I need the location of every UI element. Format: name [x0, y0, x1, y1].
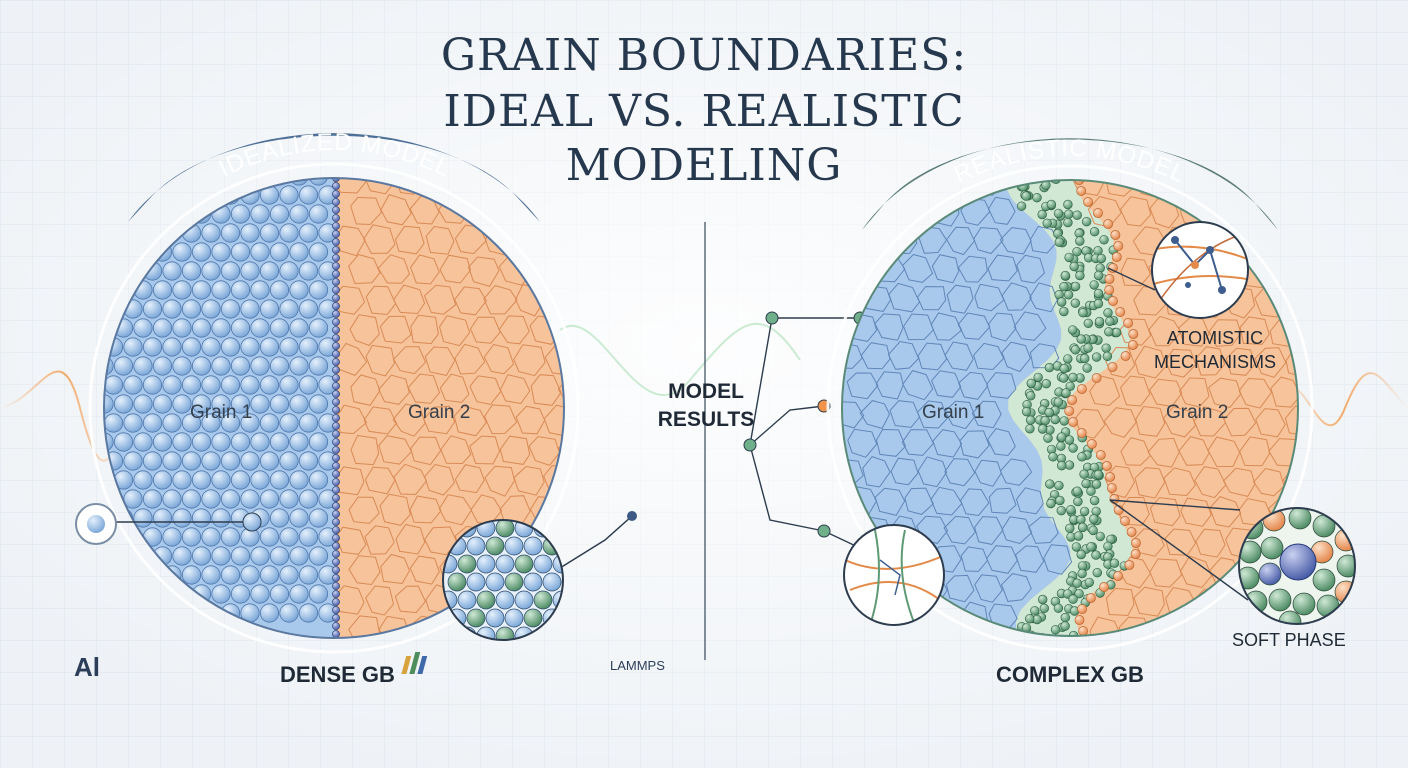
model-results-line-2: RESULTS [657, 408, 755, 431]
boundary-orange-atoms [1064, 180, 1141, 636]
connector-node [627, 511, 637, 521]
atomistic-label-line-2: MECHANISMS [1153, 352, 1276, 372]
title-line-1: GRAIN BOUNDARIES: [440, 30, 968, 81]
network-inset-rim [843, 524, 945, 626]
lammps-logo [401, 652, 428, 674]
complex-boundary-atoms [1016, 180, 1130, 636]
probe-atom [87, 515, 105, 533]
title-line-2: IDEAL VS. REALISTIC [443, 86, 965, 137]
right-grain-1-label: Grain 1 [922, 402, 985, 423]
right-rim [841, 179, 1299, 637]
dense-boundary [332, 178, 340, 638]
right-grain-2-label: Grain 2 [1166, 402, 1229, 423]
wave-center [559, 322, 801, 397]
left-grain-1-label: Grain 1 [190, 402, 253, 423]
soft-phase-inset-rim [1238, 507, 1356, 625]
model-results-line-1: MODEL [668, 380, 744, 403]
network-inset [844, 525, 944, 625]
atomistic-inset-art [1152, 234, 1248, 301]
probe-target [242, 512, 262, 532]
left-grain-2-label: Grain 2 [408, 402, 471, 423]
detail-connector-left [559, 515, 633, 569]
network-inset-art [844, 529, 944, 625]
right-halo [826, 164, 1314, 652]
left-halo [88, 162, 580, 654]
element-label: Al [74, 652, 100, 682]
dense-gb-caption: DENSE GB [280, 662, 395, 687]
atomistic-inset-rim [1151, 221, 1249, 319]
detail-atoms-left [443, 520, 563, 640]
title-line-3: MODELING [565, 140, 843, 191]
atomistic-label-line-1: ATOMISTIC [1166, 328, 1264, 348]
left-rim [103, 177, 565, 639]
soft-phase-connector-2 [1109, 499, 1241, 511]
soft-phase-label: SOFT PHASE [1232, 630, 1346, 650]
lammps-label: LAMMPS [610, 658, 665, 673]
complex-gb-caption: COMPLEX GB [996, 662, 1144, 687]
soft-phase-connector [1109, 499, 1249, 601]
atomistic-connector [1107, 267, 1156, 291]
soft-phase-atoms [1239, 508, 1355, 624]
detail-inset-left-rim [442, 519, 564, 641]
